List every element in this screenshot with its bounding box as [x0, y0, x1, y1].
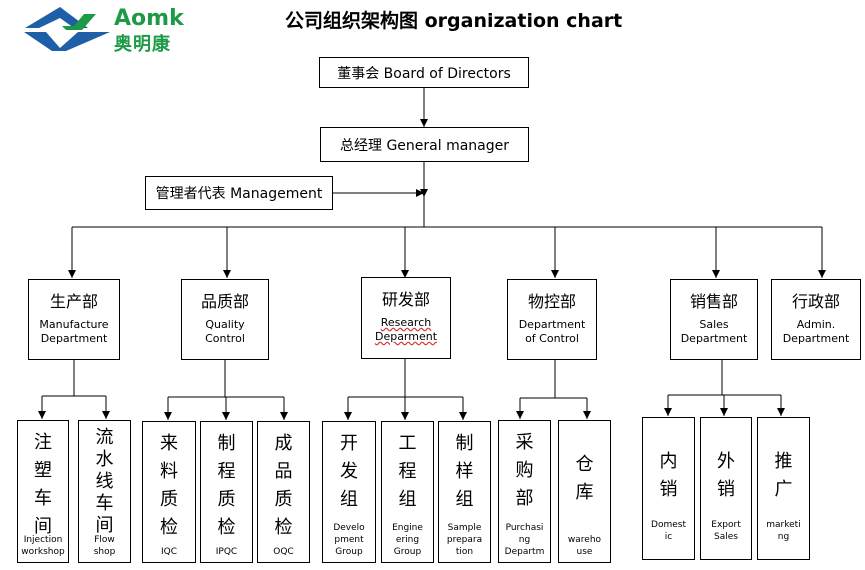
unit-label-cn: 仓 库 [575, 454, 594, 503]
dept-label-en: Sales Department [680, 318, 748, 345]
chart-title: 公司组织架构图 organization chart [285, 10, 623, 32]
unit-label-en: Domest ic [651, 520, 686, 542]
unit-development-group: 开 发 组 Develo pment Group [322, 421, 376, 563]
unit-label-en: Develo pment Group [333, 523, 365, 557]
arrow-down-icon [420, 119, 428, 127]
arrow-down-icon [401, 412, 409, 420]
unit-oqc: 成 品 质 检 OQC [257, 421, 310, 563]
unit-iqc: 来 料 质 检 IQC [142, 421, 196, 563]
unit-label-cn: 内 销 [659, 451, 678, 500]
unit-label-en: marketi ng [766, 520, 801, 542]
board-box: 董事会 Board of Directors [319, 57, 529, 88]
unit-label-en: Sample prepara tion [446, 523, 483, 557]
dept-sales: 销售部 Sales Department [670, 279, 758, 360]
arrow-down-icon [818, 270, 826, 278]
unit-ipqc: 制 程 质 检 IPQC [200, 421, 253, 563]
unit-label-en: wareho use [567, 535, 602, 557]
unit-label-cn: 制 程 质 检 [217, 433, 236, 538]
unit-injection-workshop: 注 塑 车 间 Injection workshop [17, 420, 69, 563]
arrow-down-icon [712, 270, 720, 278]
arrow-down-icon [516, 411, 524, 419]
unit-warehouse: 仓 库 wareho use [558, 420, 611, 563]
dept-label-cn: 品质部 [200, 292, 249, 311]
logo-name-cn: 奥明康 [114, 34, 171, 55]
dept-research: 研发部 Research Deparment [361, 277, 451, 359]
unit-label-cn: 推 广 [774, 451, 793, 500]
unit-label-cn: 制 样 组 [455, 433, 474, 510]
dept-quality: 品质部 Quality Control [181, 279, 269, 360]
unit-engineering-group: 工 程 组 Engine ering Group [381, 421, 434, 563]
company-logo: Aomk 奥明康 [22, 4, 197, 55]
dept-admin: 行政部 Admin. Department [771, 279, 861, 360]
arrow-down-icon [280, 412, 288, 420]
dept-label-en: Manufacture Department [39, 318, 109, 345]
unit-label-cn: 外 销 [717, 451, 735, 500]
unit-label-cn: 来 料 质 检 [160, 433, 178, 538]
unit-sample-preparation: 制 样 组 Sample prepara tion [438, 421, 491, 563]
dept-control: 物控部 Department of Control [507, 279, 597, 360]
unit-label-cn: 开 发 组 [340, 433, 358, 510]
unit-flow-shop: 流 水 线 车 间 Flow shop [78, 420, 131, 563]
unit-label-en: Flow shop [93, 535, 116, 557]
arrow-right-icon [416, 189, 424, 197]
arrow-down-icon [38, 411, 46, 419]
unit-export-sales: 外 销 Export Sales [700, 417, 752, 560]
arrow-down-icon [664, 408, 672, 416]
arrow-down-icon [223, 270, 231, 278]
unit-label-cn: 采 购 部 [515, 432, 534, 509]
arrow-down-icon [583, 411, 591, 419]
unit-domestic-sales: 内 销 Domest ic [642, 417, 695, 560]
unit-label-cn: 工 程 组 [398, 433, 417, 510]
dept-label-en: Department of Control [518, 318, 586, 345]
dept-label-en: Quality Control [205, 318, 245, 345]
unit-label-cn: 流 水 线 车 间 [95, 427, 114, 536]
arrow-down-icon [222, 412, 230, 420]
logo-name-en: Aomk [114, 6, 184, 31]
logo-mark-icon [24, 7, 110, 51]
dept-label-cn: 研发部 [381, 290, 430, 309]
unit-marketing: 推 广 marketi ng [757, 417, 810, 560]
dept-label-en: Research Deparment [374, 316, 438, 343]
unit-label-en: Injection workshop [21, 535, 65, 557]
arrow-down-icon [459, 412, 467, 420]
management-representative-box: 管理者代表 Management [145, 176, 333, 210]
dept-label-cn: 生产部 [49, 292, 98, 311]
unit-label-en: IQC [160, 547, 178, 557]
unit-label-en: Purchasi ng Departm [504, 523, 545, 557]
arrow-down-icon [551, 270, 559, 278]
unit-label-en: IPQC [215, 547, 238, 557]
unit-label-en: Engine ering Group [392, 523, 423, 557]
unit-label-cn: 注 塑 车 间 [34, 432, 52, 537]
arrow-down-icon [164, 412, 172, 420]
arrow-down-icon [720, 408, 728, 416]
unit-purchasing: 采 购 部 Purchasi ng Departm [498, 420, 551, 563]
arrow-down-icon [401, 270, 409, 278]
arrow-down-icon [68, 270, 76, 278]
unit-label-en: Export Sales [711, 520, 741, 542]
dept-label-cn: 销售部 [689, 292, 738, 311]
unit-label-cn: 成 品 质 检 [274, 433, 293, 538]
dept-label-cn: 行政部 [791, 292, 840, 311]
unit-label-en: OQC [273, 547, 294, 557]
arrow-down-icon [102, 411, 110, 419]
general-manager-box: 总经理 General manager [320, 127, 529, 162]
arrow-down-icon [344, 412, 352, 420]
dept-manufacture: 生产部 Manufacture Department [28, 279, 120, 360]
dept-label-cn: 物控部 [527, 292, 576, 311]
arrow-down-icon [777, 408, 785, 416]
dept-label-en: Admin. Department [782, 318, 850, 345]
